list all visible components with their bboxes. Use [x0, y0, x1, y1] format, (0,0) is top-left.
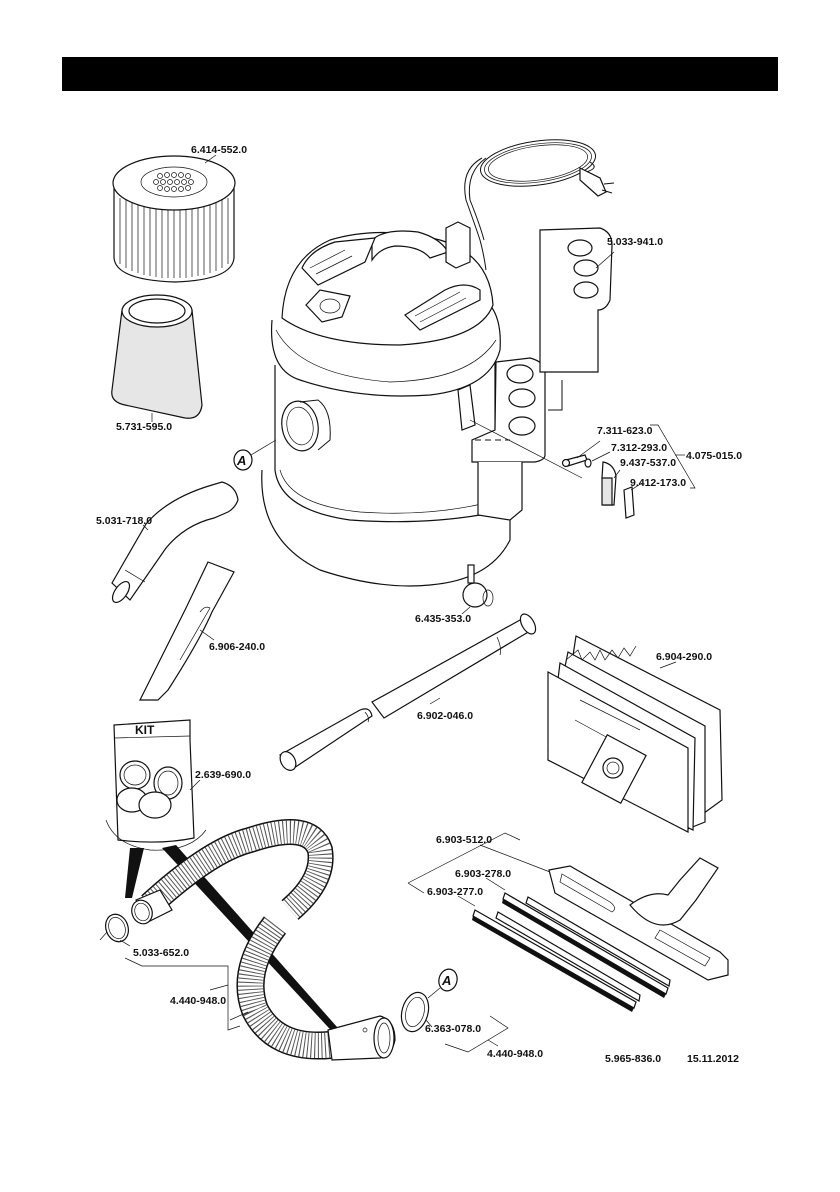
floor-nozzle-bracket	[407, 832, 551, 894]
label-adapter-kit: 2.639-690.0	[195, 769, 251, 781]
label-seal-ring: 6.363-078.0	[425, 1023, 481, 1035]
accessory-holder-mounted[interactable]	[469, 357, 583, 521]
label-crevice-nozzle: 6.906-240.0	[209, 641, 265, 653]
hose-right-bracket	[444, 1015, 509, 1053]
castor-leader	[461, 606, 471, 615]
document-number: 5.965-836.0	[605, 1053, 661, 1065]
header-bar	[62, 57, 778, 91]
label-hose-right: 4.440-948.0	[487, 1048, 543, 1060]
label-castor: 6.435-353.0	[415, 613, 471, 625]
suction-hose[interactable]	[128, 819, 396, 1061]
label-latch: 9.412-173.0	[630, 477, 686, 489]
crevice-nozzle[interactable]	[139, 561, 235, 701]
accessory-holder[interactable]	[539, 227, 615, 411]
hose-clamp[interactable]	[99, 911, 132, 947]
reference-marker-a-ring: A	[427, 968, 458, 999]
label-suction-tube: 6.902-046.0	[417, 710, 473, 722]
strip-rubber[interactable]	[457, 895, 641, 1012]
suction-tube[interactable]	[277, 611, 539, 773]
label-hose-clamp: 5.033-652.0	[133, 947, 189, 959]
cartridge-filter[interactable]	[112, 154, 236, 283]
label-strip-rubber: 6.903-277.0	[427, 886, 483, 898]
power-cord	[464, 139, 615, 271]
kit-label: KIT	[135, 723, 155, 737]
label-strip-brush: 6.903-278.0	[455, 868, 511, 880]
label-screw: 7.311-623.0	[597, 425, 653, 437]
screw[interactable]	[561, 440, 601, 468]
label-accessory-holder: 5.033-941.0	[607, 236, 663, 248]
hose-left-bracket	[124, 957, 249, 1031]
elbow[interactable]	[109, 481, 239, 605]
vacuum-container[interactable]	[261, 221, 511, 608]
label-paper-filter-cone: 5.731-595.0	[116, 421, 172, 433]
label-washer: 7.312-293.0	[611, 442, 667, 454]
seal-ring[interactable]	[397, 989, 433, 1034]
pointer-wedge-left	[125, 848, 144, 898]
strip-brush[interactable]	[485, 877, 671, 998]
svg-text:A: A	[441, 973, 451, 988]
label-kit-group: 4.075-015.0	[686, 450, 742, 462]
washer[interactable]	[584, 451, 611, 468]
label-filter-bags: 6.904-290.0	[656, 651, 712, 663]
label-floor-nozzle: 6.903-512.0	[436, 834, 492, 846]
svg-text:A: A	[236, 453, 246, 468]
latch[interactable]	[623, 482, 643, 519]
floor-nozzle[interactable]	[548, 857, 729, 981]
label-elbow: 5.031-718.0	[96, 515, 152, 527]
label-hose-left: 4.440-948.0	[170, 995, 226, 1007]
paper-filter-cone[interactable]	[111, 294, 203, 422]
label-cartridge-filter: 6.414-552.0	[191, 144, 247, 156]
kit-group-bracket	[650, 424, 696, 489]
clip[interactable]	[601, 461, 621, 506]
adapter-kit[interactable]: KIT	[105, 719, 207, 851]
reference-marker-a-inlet: A	[233, 439, 277, 471]
document-date: 15.11.2012	[687, 1053, 739, 1065]
label-clip: 9.437-537.0	[620, 457, 676, 469]
filter-bags[interactable]	[547, 635, 723, 833]
